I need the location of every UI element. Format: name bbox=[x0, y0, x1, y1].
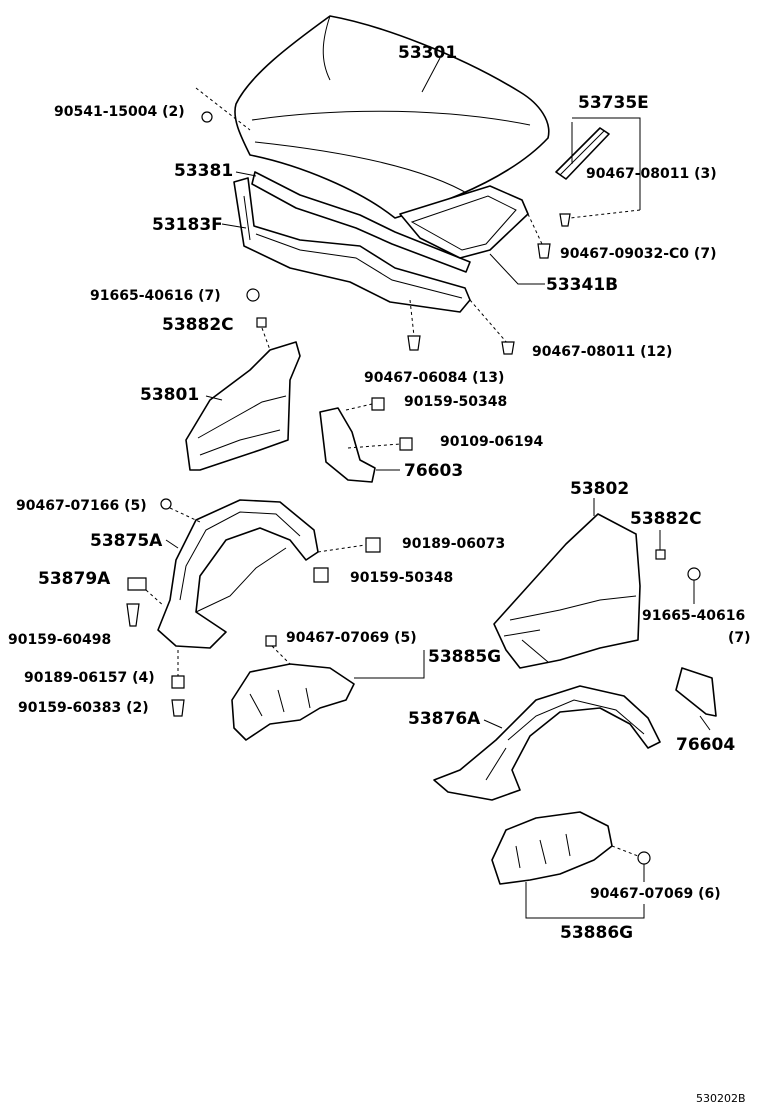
clip-icon bbox=[501, 341, 515, 355]
splash-shield-left[interactable] bbox=[231, 663, 355, 741]
fender-left-liner-panel[interactable] bbox=[185, 341, 301, 471]
screw-06073-part-number: 90189-06073 bbox=[402, 536, 505, 552]
clip-icon bbox=[407, 335, 421, 351]
screw-icon bbox=[171, 675, 185, 689]
hood-part-number: 53301 bbox=[398, 43, 457, 63]
mudguard-left-part-number: 76603 bbox=[404, 461, 463, 481]
screw-50348-b-part-number: 90159-50348 bbox=[350, 570, 453, 586]
retainer-c-right-part-number: 53882C bbox=[630, 509, 702, 529]
clip-09032-part-number: 90467-09032-C0 (7) bbox=[560, 246, 716, 262]
screw-icon bbox=[126, 603, 140, 627]
nut-icon bbox=[246, 288, 260, 302]
liner-left-part-number: 53875A bbox=[90, 531, 163, 551]
fender-right[interactable] bbox=[493, 513, 641, 669]
hood-front-seal[interactable] bbox=[251, 171, 471, 273]
splash-right-part-number: 53886G bbox=[560, 923, 633, 943]
hood-cushion-icon bbox=[201, 111, 213, 123]
screw-icon bbox=[171, 699, 185, 717]
clip-06084-part-number: 90467-06084 (13) bbox=[364, 370, 504, 386]
clip-icon bbox=[160, 498, 172, 510]
nut-40616-right-part-number: 91665-40616 bbox=[642, 608, 745, 624]
clip-icon bbox=[637, 851, 651, 865]
splash-left-part-number: 53885G bbox=[428, 647, 501, 667]
mudguard-left[interactable] bbox=[319, 407, 376, 483]
screw-icon bbox=[399, 437, 413, 451]
radiator-support-upper[interactable] bbox=[233, 177, 471, 313]
nut-icon bbox=[687, 567, 701, 581]
screw-icon bbox=[365, 537, 381, 553]
hood-seal-strip[interactable] bbox=[555, 127, 610, 180]
seal-53381-part-number: 53381 bbox=[174, 161, 233, 181]
diagram-code: 530202B bbox=[696, 1092, 746, 1105]
screw-60498-part-number: 90159-60498 bbox=[8, 632, 111, 648]
retainer-icon bbox=[256, 317, 267, 328]
hood-cushion-part-number: 90541-15004 (2) bbox=[54, 104, 185, 120]
screw-06194-part-number: 90109-06194 bbox=[440, 434, 543, 450]
liner-right-part-number: 53876A bbox=[408, 709, 481, 729]
fender-liner-right[interactable] bbox=[433, 685, 661, 801]
mudguard-right-part-number: 76604 bbox=[676, 735, 735, 755]
nut-40616-right-qty: (7) bbox=[728, 630, 751, 646]
screw-06157-part-number: 90189-06157 (4) bbox=[24, 670, 155, 686]
radiator-support-part-number: 53183F bbox=[152, 215, 223, 235]
nut-40616-left-part-number: 91665-40616 (7) bbox=[90, 288, 221, 304]
clip-07069-5-part-number: 90467-07069 (5) bbox=[286, 630, 417, 646]
screw-60383-part-number: 90159-60383 (2) bbox=[18, 700, 149, 716]
hood-rear-seal[interactable] bbox=[399, 185, 529, 259]
screw-50348-a-part-number: 90159-50348 bbox=[404, 394, 507, 410]
mudguard-right[interactable] bbox=[675, 667, 717, 717]
seal-53341b-part-number: 53341B bbox=[546, 275, 618, 295]
clip-icon bbox=[537, 243, 551, 259]
bracket-53879a-part-number: 53879A bbox=[38, 569, 111, 589]
screw-icon bbox=[371, 397, 385, 411]
bracket-icon bbox=[127, 577, 147, 591]
fender-liner-left[interactable] bbox=[157, 499, 319, 649]
clip-07069-6-part-number: 90467-07069 (6) bbox=[590, 886, 721, 902]
retainer-icon bbox=[655, 549, 666, 560]
hood-panel[interactable] bbox=[234, 15, 550, 219]
clip-icon bbox=[559, 213, 571, 227]
hood-seal-clip-part-number: 90467-08011 (3) bbox=[586, 166, 717, 182]
fender-left-part-number: 53801 bbox=[140, 385, 199, 405]
clip-07166-part-number: 90467-07166 (5) bbox=[16, 498, 147, 514]
retainer-c-left-part-number: 53882C bbox=[162, 315, 234, 335]
screw-icon bbox=[313, 567, 329, 583]
fender-right-part-number: 53802 bbox=[570, 479, 629, 499]
clip-08011-12-part-number: 90467-08011 (12) bbox=[532, 344, 672, 360]
clip-icon bbox=[265, 635, 277, 647]
splash-shield-right[interactable] bbox=[491, 811, 613, 885]
hood-seal-part-number: 53735E bbox=[578, 93, 649, 113]
